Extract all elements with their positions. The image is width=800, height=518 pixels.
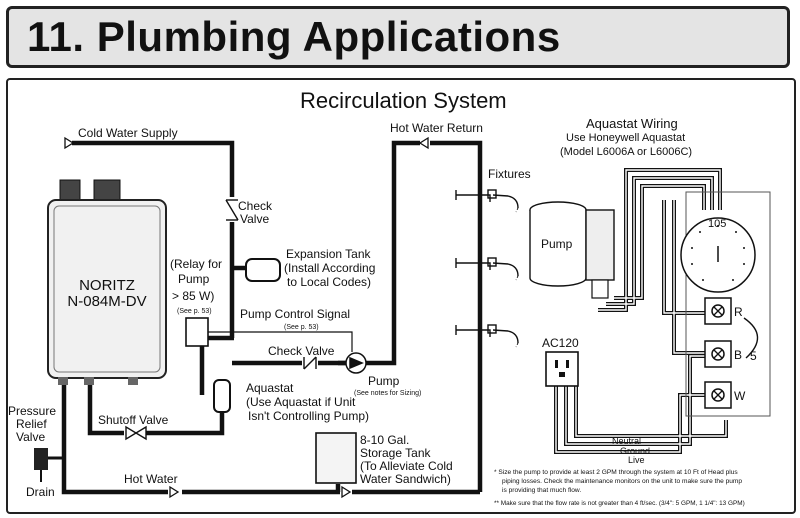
- drain-label: Drain: [26, 485, 55, 499]
- cold-arrow: [64, 136, 75, 150]
- expansion-tank-label-3: to Local Codes): [287, 275, 371, 289]
- shutoff-pipe: [87, 385, 124, 436]
- hot-water-pipe-left: [61, 385, 168, 495]
- pump-symbol: [345, 352, 367, 374]
- wiring-title: Aquastat Wiring: [586, 116, 678, 131]
- shutoff-valve: [125, 425, 147, 441]
- relay-label-2: Pump: [178, 272, 210, 286]
- pump-control-ref: (See p. 53): [284, 324, 319, 331]
- fixture-group: [455, 189, 519, 344]
- terminal-r-box: [704, 297, 732, 325]
- section-header: 11. Plumbing Applications: [6, 6, 790, 68]
- relay-label-3: > 85 W): [172, 289, 214, 303]
- terminal-w-box: [704, 381, 732, 409]
- terminal-w: W: [734, 389, 746, 403]
- relay-label-1: (Relay for: [170, 257, 222, 271]
- pump-note: (See notes for Sizing): [354, 390, 421, 397]
- storage-tank-label-2: Storage Tank: [360, 446, 431, 460]
- storage-tank-label-1: 8-10 Gal.: [360, 433, 409, 447]
- storage-tank: [315, 432, 357, 484]
- aquastat-wiring: [529, 168, 771, 454]
- relay-box: [185, 317, 209, 347]
- check-valve-top-label-1: Check: [238, 199, 273, 213]
- storage-tank-label-3: (To Alleviate Cold: [360, 459, 453, 473]
- page-title: 11. Plumbing Applications: [27, 13, 561, 60]
- relay-ref: (See p. 53): [177, 308, 212, 315]
- aquastat-label-2: (Use Aquastat if Unit: [246, 395, 356, 409]
- check-valve-mid: [303, 356, 317, 370]
- neutral-label: Neutral: [612, 436, 641, 446]
- pressure-relief-label-2: Relief: [16, 417, 47, 431]
- hot-return-riser: [430, 140, 483, 492]
- fixtures-label: Fixtures: [488, 167, 531, 181]
- flow-arrows: [64, 136, 429, 499]
- shutoff-valve-label: Shutoff Valve: [98, 413, 169, 427]
- wiring-subtitle-2: (Model L6006A or L6006C): [560, 146, 692, 158]
- pump-control-signal-label: Pump Control Signal: [240, 307, 350, 321]
- diagram-title: Recirculation System: [300, 88, 507, 113]
- note-2: ** Make sure that the flow rate is not g…: [494, 500, 745, 507]
- dial-value: 105: [708, 218, 726, 230]
- pressure-relief-label-3: Valve: [16, 430, 45, 444]
- terminal-b: B: [734, 348, 742, 362]
- ground-label: Ground: [620, 446, 650, 456]
- terminal-r: R: [734, 305, 743, 319]
- cold-supply-pipe: [72, 140, 235, 197]
- expansion-tank: [245, 258, 281, 282]
- aquastat: [213, 379, 231, 413]
- note-1b: piping losses. Check the maintenance mon…: [502, 478, 742, 485]
- live-label: Live: [628, 455, 645, 465]
- return-arrow: [418, 136, 429, 150]
- check-valve-top: [225, 199, 239, 221]
- storage-tank-label-4: Water Sandwich): [360, 472, 451, 486]
- cold-water-supply-label: Cold Water Supply: [78, 126, 178, 140]
- heater-brand: NORITZ: [79, 277, 135, 294]
- piping: [61, 140, 483, 495]
- hot-water-return-label: Hot Water Return: [390, 121, 483, 135]
- pressure-relief-valve: [34, 448, 48, 470]
- expansion-tank-label-1: Expansion Tank: [286, 247, 372, 261]
- hot-arrow-2: [341, 485, 352, 499]
- heater-model: N-084M-DV: [67, 293, 146, 310]
- pump-control-signal-line: [234, 331, 353, 352]
- hot-arrow: [169, 485, 180, 499]
- aquastat-box: [685, 191, 771, 417]
- hot-water-label: Hot Water: [124, 472, 178, 486]
- aquastat-label-1: Aquastat: [246, 381, 294, 395]
- wiring-subtitle-1: Use Honeywell Aquastat: [566, 132, 685, 144]
- jumper-label: 5: [750, 349, 757, 363]
- note-1a: * Size the pump to provide at least 2 GP…: [494, 469, 738, 476]
- ac-outlet: [545, 351, 579, 387]
- water-heater: [47, 179, 167, 385]
- check-valve-top-label-2: Valve: [240, 212, 269, 226]
- terminal-b-box: [704, 340, 732, 368]
- aquastat-label-3: Isn't Controlling Pump): [248, 409, 369, 423]
- expansion-tank-label-2: (Install According: [284, 261, 375, 275]
- wiring-pump-label: Pump: [541, 237, 573, 251]
- ac-label: AC120: [542, 336, 579, 350]
- note-1c: is providing that much flow.: [502, 487, 581, 494]
- pump-label: Pump: [368, 374, 400, 388]
- wiring-pump: [529, 210, 587, 287]
- check-valve-mid-label: Check Valve: [268, 344, 335, 358]
- pressure-relief-label-1: Pressure: [8, 404, 56, 418]
- jumper-wire: [743, 317, 759, 359]
